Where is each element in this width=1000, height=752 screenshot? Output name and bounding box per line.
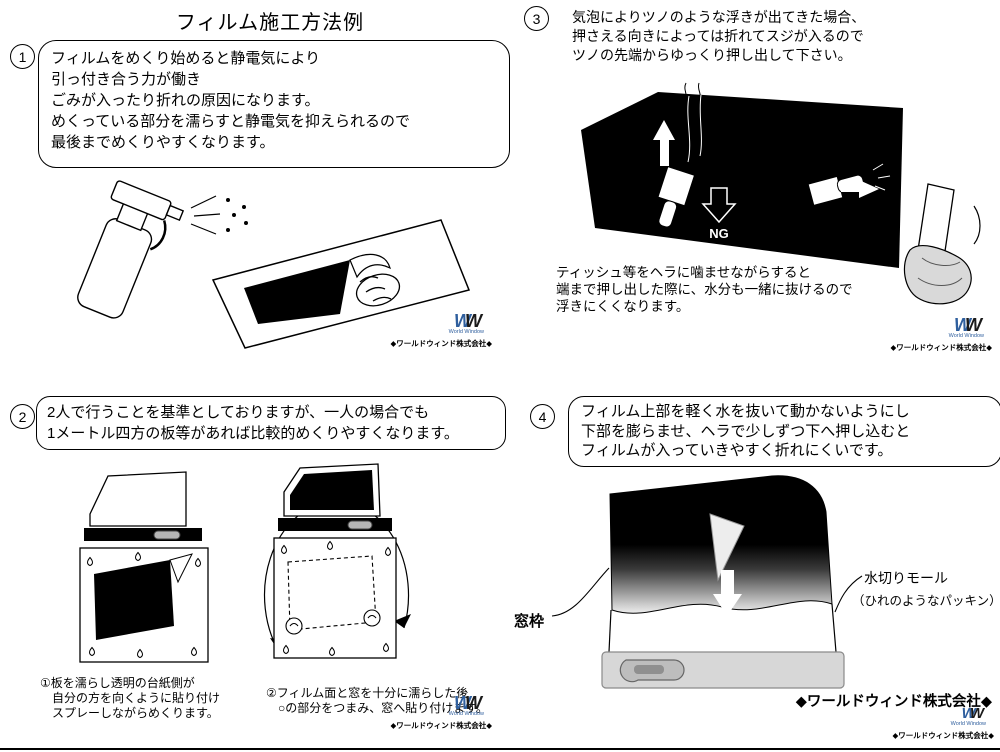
company-name: ◆ワールドウィンド株式会社◆ xyxy=(890,343,992,352)
company-name-large: ◆ワールドウィンド株式会社◆ xyxy=(795,694,992,710)
molding-label: 水切りモール xyxy=(864,570,948,586)
section2-number: 2 xyxy=(10,404,35,429)
spray-peel-illustration xyxy=(77,180,471,349)
motion-line xyxy=(973,205,981,245)
spray-marks xyxy=(872,163,891,191)
ww-logo-icon: WW xyxy=(954,315,982,335)
door-pull-recess xyxy=(634,665,664,674)
section1-speech-bubble: フィルムをめくり始めると静電気により 引っ付き合う力が働き ごみが入ったり折れの… xyxy=(38,40,510,168)
section1-number: 1 xyxy=(10,44,35,69)
film-sheet xyxy=(211,219,471,349)
ng-label: NG xyxy=(709,226,729,241)
door-panel xyxy=(273,537,397,659)
arrow-up xyxy=(653,120,675,166)
page-title: フィルム施工方法例 xyxy=(175,12,365,34)
door-insert-illustration xyxy=(551,475,863,689)
window-trim xyxy=(84,528,202,541)
worldwind-logo: WW World Window ◆ワールドウィンド株式会社◆ xyxy=(866,315,992,353)
bottom-rule xyxy=(0,748,1000,750)
film-on-window xyxy=(290,470,374,510)
callout-frame-line xyxy=(551,567,610,617)
company-name: ◆ワールドウィンド株式会社◆ xyxy=(390,339,492,348)
spray-bottle xyxy=(77,180,185,319)
section4-box: フィルム上部を軽く水を抜いて動かないようにし 下部を膨らませ、ヘラで少しずつ下へ… xyxy=(568,396,1000,467)
step1-caption: ①板を濡らし透明の台紙側が 自分の方を向くように貼り付け スプレーしながらめくり… xyxy=(40,676,221,720)
door-edge-right xyxy=(831,603,837,653)
squeegee-left xyxy=(657,166,696,228)
crease-lines xyxy=(687,94,702,163)
ng-arrow: NG xyxy=(701,187,737,241)
ww-logo-caption: World Window xyxy=(950,721,986,727)
door-step2-illustration xyxy=(263,463,411,659)
rotate-arrowhead xyxy=(394,614,411,628)
section3-number: 3 xyxy=(524,6,549,31)
company-name: ◆ワールドウィンド株式会社◆ xyxy=(390,721,492,730)
door-handle xyxy=(153,530,181,540)
door-handle xyxy=(347,520,373,530)
worldwind-logo: WW World Window ◆ワールドウィンド株式会社◆ xyxy=(368,311,492,349)
worldwind-logo: WW World Window ◆ワールドウィンド株式会社◆ xyxy=(868,705,994,741)
window-trim xyxy=(278,518,392,531)
section3-note: ティッシュ等をヘラに噛ませながらすると 端まで押し出した際に、水分も一緒に抜ける… xyxy=(556,265,853,314)
door-edge-left xyxy=(608,609,612,653)
ww-logo-icon: WW xyxy=(454,693,482,713)
crease-tips xyxy=(684,82,701,98)
hand xyxy=(355,273,401,307)
worldwind-logo: WW World Window ◆ワールドウィンド株式会社◆ xyxy=(368,693,492,731)
spray-mist xyxy=(190,195,249,235)
section4-number: 4 xyxy=(530,404,555,429)
film xyxy=(94,560,174,640)
window-frame-label: 窓枠 xyxy=(514,613,545,630)
tissue xyxy=(903,245,972,305)
company-name: ◆ワールドウィンド株式会社◆ xyxy=(892,731,994,740)
ww-logo-caption: World Window xyxy=(448,329,484,335)
ww-logo-caption: World Window xyxy=(448,711,484,717)
section3-text: 気泡によりツノのような浮きが出てきた場合、 押さえる向きによっては折れてスジが入… xyxy=(572,9,866,63)
film-bubble-illustration: NG xyxy=(581,82,903,268)
squeegee-tissue-illustration xyxy=(903,183,981,305)
pinch-points xyxy=(285,609,381,635)
door-step1-illustration xyxy=(79,471,209,663)
molding-sublabel: （ひれのようなパッキン） xyxy=(852,594,1000,608)
callout-molding-line xyxy=(834,575,863,613)
ww-logo-icon: WW xyxy=(454,311,482,331)
backing-corner xyxy=(169,553,193,584)
ww-logo-caption: World Window xyxy=(948,333,984,339)
window-glass xyxy=(89,471,187,527)
section2-box: 2人で行うことを基準としておりますが、一人の場合でも 1メートル四方の板等があれ… xyxy=(36,396,506,450)
squeegee xyxy=(709,513,745,582)
step2-caption: ②フィルム面と窓を十分に濡らした後 ○の部分をつまみ、窓へ貼り付けます。 xyxy=(266,686,489,715)
ww-logo-icon: WW xyxy=(961,705,984,722)
arrow-right xyxy=(841,180,879,198)
arrow-down xyxy=(713,570,742,616)
